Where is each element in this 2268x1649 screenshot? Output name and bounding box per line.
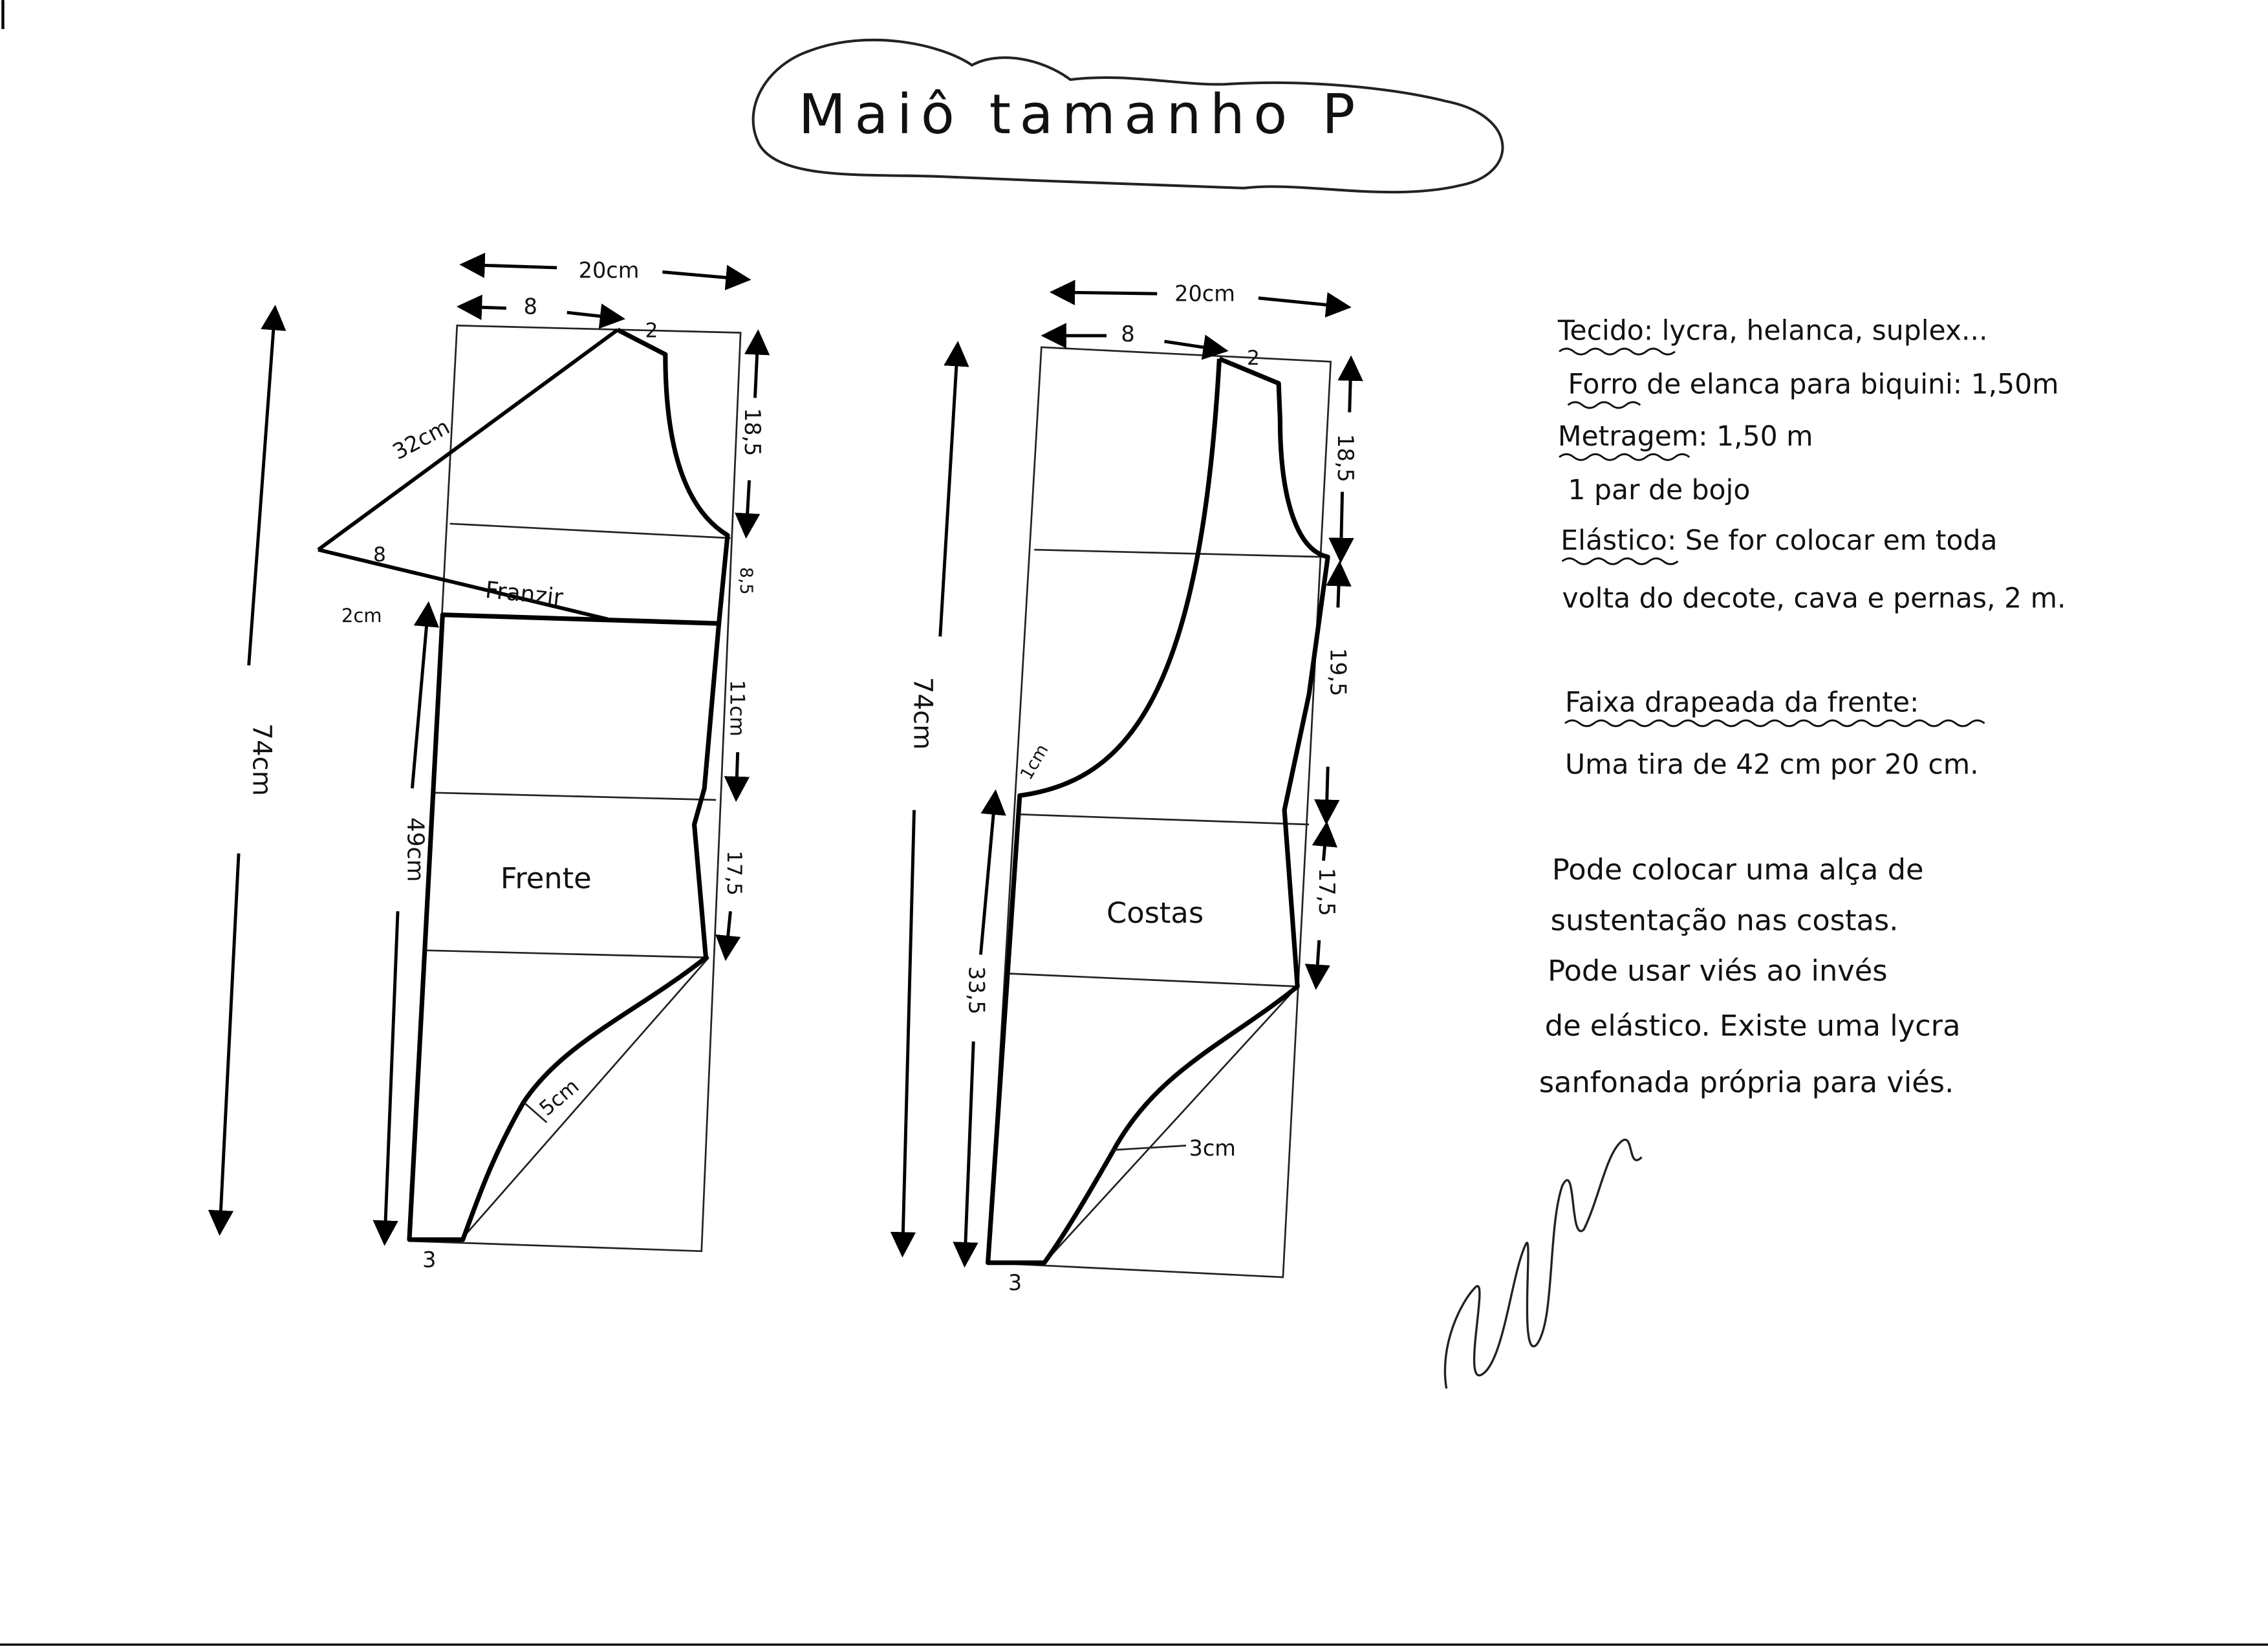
- front-width-label: 20cm: [579, 258, 640, 283]
- back-pattern: 20cm 8 2 Costas 1cm 3cm 74cm 33,5 18,5 1…: [890, 279, 1363, 1295]
- front-seg-4: 17,5: [722, 850, 746, 896]
- front-offset-label: 2cm: [341, 605, 382, 627]
- back-seg-2: 19,5: [1326, 648, 1351, 696]
- front-seg-1: 18,5: [740, 408, 765, 457]
- faixa-text: Uma tira de 42 cm por 20 cm.: [1565, 749, 1979, 781]
- front-seg-3: 11cm: [725, 680, 748, 737]
- front-shoulder-offset: 8: [524, 294, 537, 319]
- back-shoulder-width: 2: [1247, 347, 1260, 370]
- back-side-length: 33,5: [964, 966, 989, 1015]
- front-seg-2: 8,5: [736, 567, 756, 595]
- extra-note: Pode colocar uma alça de: [1552, 852, 1924, 887]
- note-line: Elástico: Se for colocar em toda: [1561, 525, 1997, 557]
- back-seg-3: 17,5: [1314, 868, 1339, 916]
- faixa-title: Faixa drapeada da frente:: [1565, 687, 1919, 719]
- note-line: volta do decote, cava e pernas, 2 m.: [1562, 583, 2066, 615]
- front-strap-base: 8: [373, 543, 386, 566]
- extra-note: de elástico. Existe uma lycra: [1545, 1009, 1961, 1043]
- signature: [1443, 1138, 1643, 1389]
- extra-note: Pode usar viés ao invés: [1548, 954, 1887, 988]
- note-line: 1 par de bojo: [1568, 475, 1750, 506]
- back-crotch-width: 3: [1008, 1270, 1022, 1295]
- back-curve-depth: 3cm: [1189, 1136, 1235, 1161]
- title-cloud: Maiô tamanho P: [751, 38, 1504, 194]
- front-pattern: 20cm 8 2 32cm 8 Franzir 2cm Frente 5cm 7…: [208, 252, 770, 1272]
- notes: Tecido: lycra, helanca, suplex... Forro …: [1539, 316, 2066, 1099]
- front-total-length: 74cm: [246, 723, 276, 796]
- page-title: Maiô tamanho P: [799, 83, 1364, 147]
- back-total-length: 74cm: [908, 677, 938, 750]
- back-seg-1: 18,5: [1333, 434, 1358, 482]
- note-line: Forro de elanca para biquini: 1,50m: [1568, 369, 2058, 400]
- back-piece-label: Costas: [1107, 896, 1204, 930]
- back-width-label: 20cm: [1174, 281, 1235, 306]
- extra-note: sanfonada própria para viés.: [1539, 1065, 1954, 1099]
- front-shoulder-width: 2: [645, 319, 658, 342]
- extra-note: sustentação nas costas.: [1551, 903, 1899, 937]
- front-crotch-width: 3: [422, 1247, 436, 1272]
- front-side-length: 49cm: [402, 817, 429, 882]
- back-neck-depth: 1cm: [1017, 741, 1053, 784]
- front-piece-label: Frente: [501, 861, 592, 895]
- note-line: Tecido: lycra, helanca, suplex...: [1557, 316, 1988, 347]
- front-franzir-label: Franzir: [484, 577, 565, 611]
- note-line: Metragem: 1,50 m: [1558, 421, 1813, 453]
- back-shoulder-offset: 8: [1121, 321, 1134, 347]
